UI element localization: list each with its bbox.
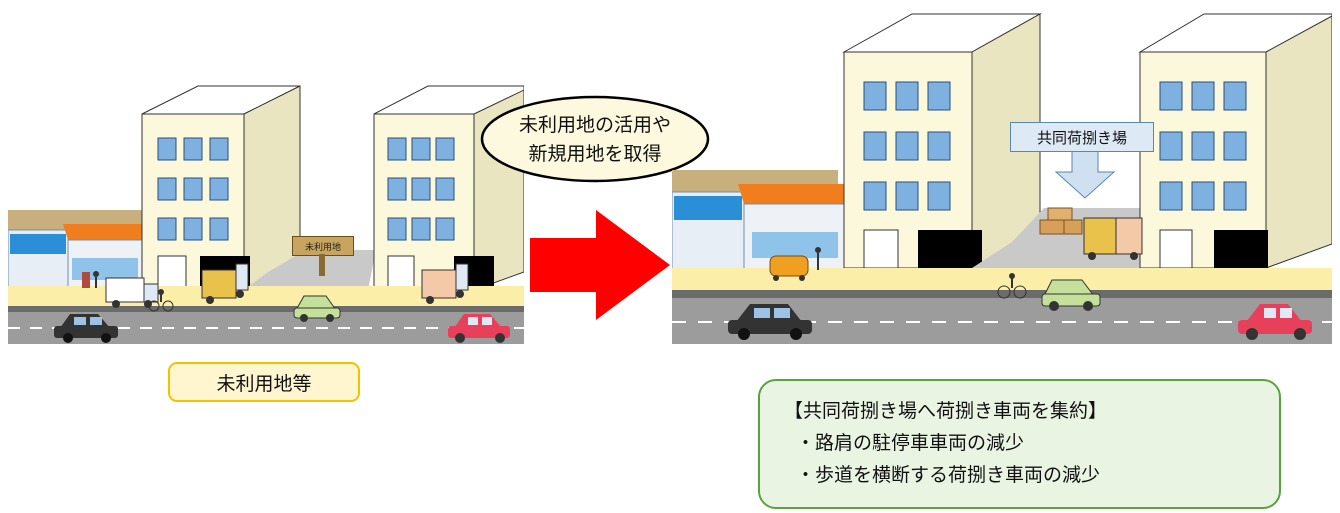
cyclist xyxy=(148,289,174,312)
shared-loading-yard-label: 共同荷捌き場 xyxy=(1010,122,1154,152)
delivery-cart xyxy=(769,247,821,281)
benefits-title: 【共同荷捌き場へ荷捌き車両を集約】 xyxy=(784,400,1108,422)
before-street-scene: 未利用地 xyxy=(8,82,524,344)
vacant-land-caption: 未利用地等 xyxy=(168,362,360,402)
green-car xyxy=(293,295,341,322)
speech-bubble: 未利用地の活用や 新規用地を取得 xyxy=(480,95,710,183)
after-street-scene: 共同荷捌き場 xyxy=(672,12,1332,344)
bubble-line1: 未利用地の活用や xyxy=(519,114,671,136)
cyclist xyxy=(997,273,1027,299)
vacant-lot-sign-text: 未利用地 xyxy=(304,242,341,253)
white-truck xyxy=(105,277,159,308)
benefit-item: ・歩道を横断する荷捌き車両の減少 xyxy=(796,464,1101,486)
red-car xyxy=(1238,304,1312,340)
sign-post xyxy=(319,254,325,276)
benefit-item: ・路肩の駐停車車両の減少 xyxy=(796,432,1025,454)
yard-trucks xyxy=(1083,217,1143,260)
transition-arrow xyxy=(530,210,670,320)
black-car xyxy=(54,314,118,343)
red-car xyxy=(448,314,510,343)
green-car xyxy=(1041,279,1101,311)
beige-truck xyxy=(421,263,469,304)
stacked-boxes xyxy=(1039,207,1083,235)
yellow-truck xyxy=(201,263,249,304)
bubble-line2: 新規用地を取得 xyxy=(528,143,661,165)
vacant-land-caption-text: 未利用地等 xyxy=(216,372,312,395)
worker xyxy=(82,271,99,288)
shared-loading-yard-text: 共同荷捌き場 xyxy=(1036,128,1127,147)
vacant-lot-sign: 未利用地 xyxy=(292,236,354,256)
benefits-note: 【共同荷捌き場へ荷捌き車両を集約】 ・路肩の駐停車車両の減少 ・歩道を横断する荷… xyxy=(758,379,1281,509)
yard-pointer-arrow xyxy=(1054,149,1116,199)
black-car xyxy=(728,304,812,340)
